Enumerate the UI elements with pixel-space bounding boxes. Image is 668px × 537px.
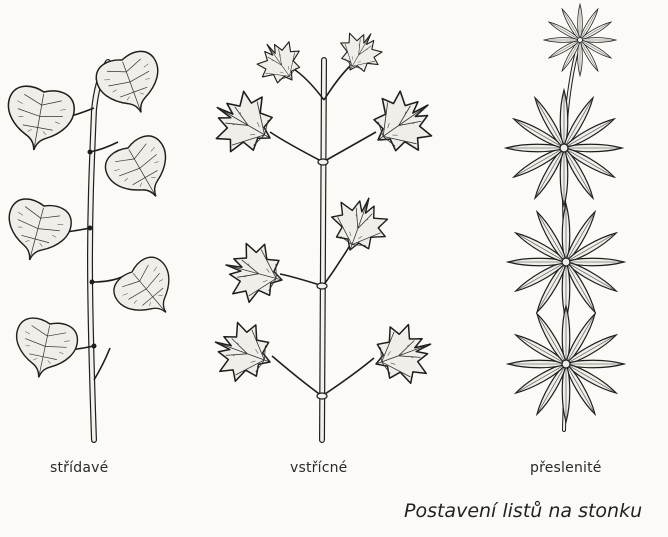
figure-caption: Postavení listů na stonku [404, 500, 642, 522]
label-opposite: vstřícné [290, 460, 348, 476]
alternate-plant [0, 47, 189, 440]
label-alternate: střídavé [50, 460, 108, 476]
whorled-plant [506, 4, 624, 430]
label-whorled: přeslenité [530, 460, 602, 476]
opposite-plant [202, 23, 446, 440]
